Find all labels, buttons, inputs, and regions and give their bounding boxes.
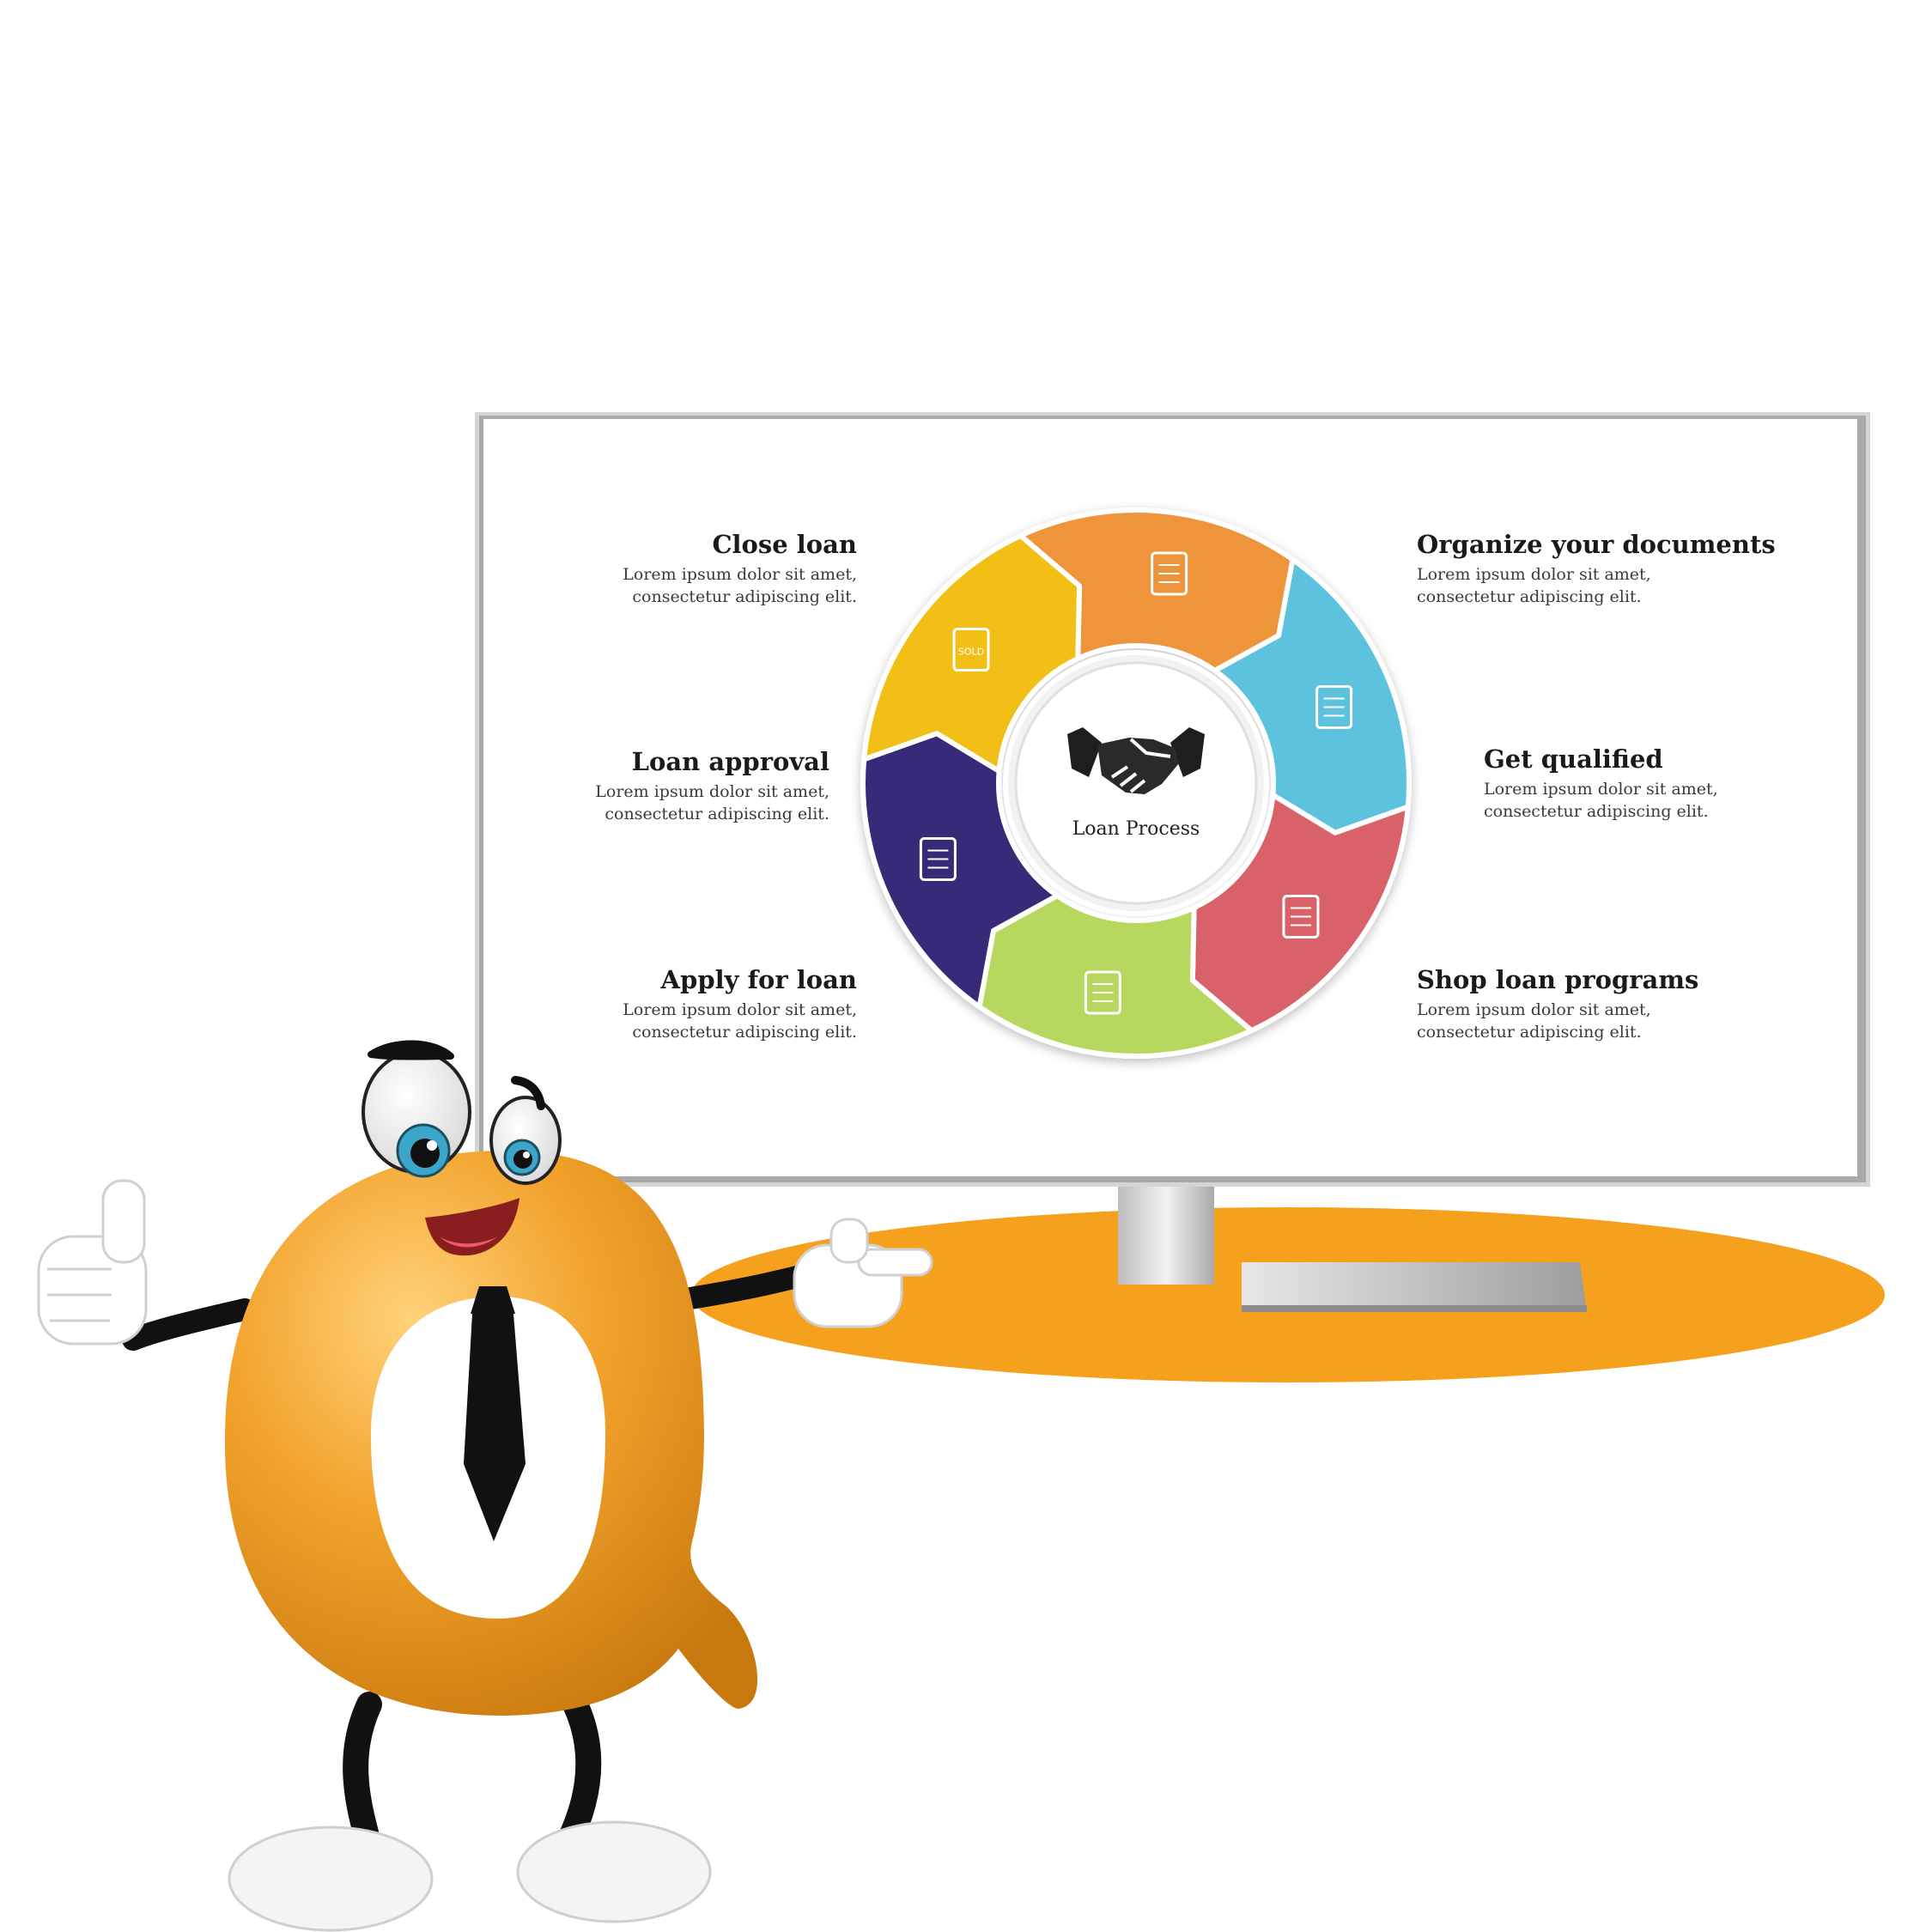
sold-sign-text: SOLD [958,647,984,658]
step-desc-qualified: Lorem ipsum dolor sit amet, consectetur … [1484,780,1718,821]
step-desc-close: Lorem ipsum dolor sit amet, consectetur … [623,565,857,606]
step-desc-apply: Lorem ipsum dolor sit amet, consectetur … [623,1000,857,1042]
ring-icons: SOLD [919,551,1353,1015]
step-title-approval: Loan approval [631,747,829,776]
loan-process-ring [860,507,1412,1059]
right-shoe [516,1820,712,1923]
monitor-stand [1118,1183,1587,1312]
left-eyebrow [368,1040,454,1060]
ring-segment-apply [860,731,1060,1010]
ring-segment-organize [1212,556,1412,835]
pointing-glove [793,1218,933,1328]
right-eyebrow [511,1076,545,1110]
ring-segment-qualified [1189,792,1411,1034]
thumbs-up-glove [37,1179,148,1346]
step-title-close: Close loan [712,530,857,559]
document-handshake-icon [1084,970,1121,1015]
step-desc-shop: Lorem ipsum dolor sit amet, consectetur … [1417,1000,1651,1042]
letter-q-mascot [37,1040,933,1932]
documents-icon [1151,551,1188,596]
step-title-shop: Shop loan programs [1417,965,1699,994]
gear-check-icon [1315,684,1353,729]
ring-segment-approval [861,532,1083,775]
step-desc-approval: Lorem ipsum dolor sit amet, consectetur … [595,782,829,823]
step-title-apply: Apply for loan [660,965,857,994]
handshake-icon [1067,727,1205,794]
step-title-organize: Organize your documents [1417,530,1776,559]
left-shoe [228,1826,434,1932]
home-pin-icon [1282,894,1320,939]
step-desc-organize: Lorem ipsum dolor sit amet, consectetur … [1417,565,1651,606]
ring-segment-close [1018,507,1296,673]
center-label: Loan Process [1072,818,1200,840]
ring-segment-shop [976,893,1255,1059]
necktie [464,1286,526,1541]
right-eye [489,1096,562,1185]
house-dollar-icon [919,837,957,882]
sold-sign-icon: SOLD [952,628,990,672]
step-title-qualified: Get qualified [1484,744,1663,774]
left-eye [361,1050,471,1178]
